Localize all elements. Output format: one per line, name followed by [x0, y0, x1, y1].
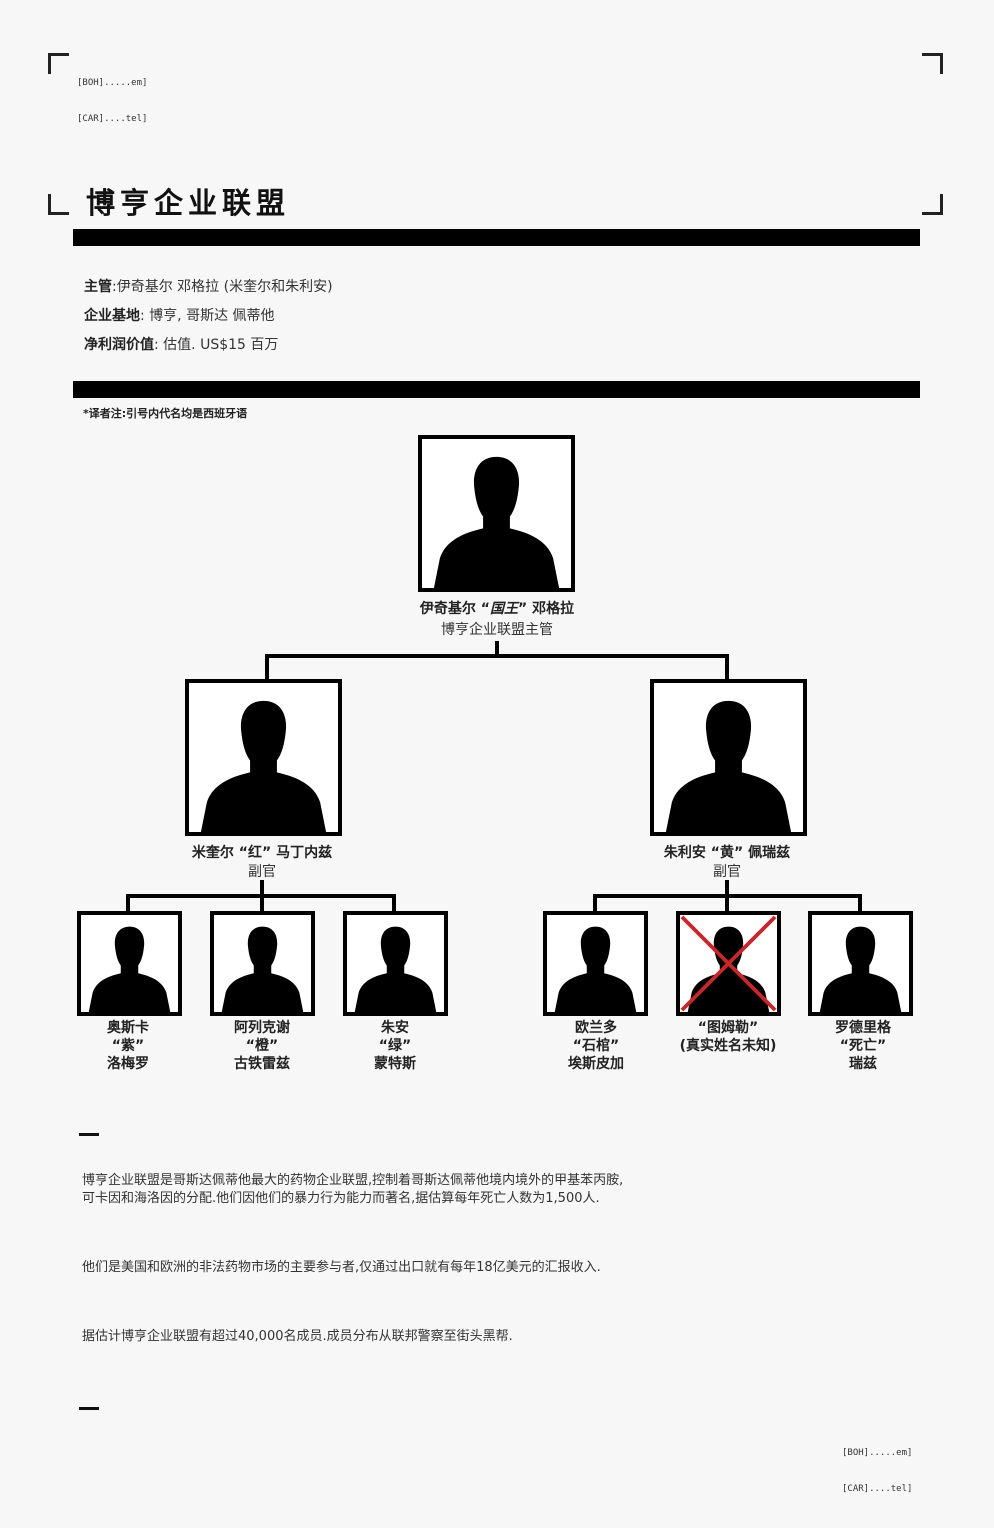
top-divider-bar	[73, 229, 920, 246]
member-portrait	[77, 911, 182, 1016]
footer-tag: [BOH].....em] [CAR]....tel]	[842, 1423, 912, 1507]
connector-top	[265, 641, 729, 681]
member-portrait-deceased	[676, 911, 781, 1016]
member-last-name: 古铁雷兹	[234, 1056, 290, 1072]
member-nickname: “紫”	[111, 1038, 145, 1054]
info-base: 企业基地: 博亨, 哥斯达 佩蒂他	[84, 305, 275, 325]
translator-note: *译者注:引号内代名均是西班牙语	[83, 407, 248, 420]
lieutenant-role-right: 副官	[713, 864, 741, 880]
member-label: 阿列克谢 “橙” 古铁雷兹	[192, 1019, 332, 1073]
header-tag-line2: [CAR]....tel]	[77, 114, 148, 124]
lieutenant-name-right: 朱利安 “黄” 佩瑞兹	[663, 845, 791, 861]
member-first-name: 朱安	[381, 1020, 409, 1036]
connector-left	[126, 880, 396, 914]
info-leader-label: 主管	[84, 279, 112, 295]
member-nickname: “石棺”	[572, 1038, 620, 1054]
member-first-name: 罗德里格	[835, 1020, 891, 1036]
corner-top-right	[922, 53, 943, 74]
silhouette-icon	[687, 926, 770, 1012]
member-last-name: 瑞兹	[849, 1056, 877, 1072]
lieutenant-name-left: 米奎尔 “红” 马丁内兹	[191, 845, 333, 861]
description-paragraph-2: 他们是美国和欧洲的非法药物市场的主要参与者,仅通过出口就有每年18亿美元的汇报收…	[82, 1260, 601, 1275]
member-nickname: “橙”	[245, 1038, 279, 1054]
member-first-name: 奥斯卡	[107, 1020, 149, 1036]
member-first-name: 欧兰多	[575, 1020, 617, 1036]
lieutenant-portrait-right	[650, 679, 807, 836]
member-nickname: “图姆勒”	[697, 1020, 759, 1036]
bottom-divider-bar	[73, 381, 920, 398]
boss-portrait	[418, 435, 575, 592]
info-base-label: 企业基地	[84, 308, 140, 324]
info-leader-value: :伊奇基尔 邓格拉 (米奎尔和朱利安)	[112, 279, 333, 295]
member-label: “图姆勒” (真实姓名未知)	[658, 1019, 798, 1055]
footer-tag-line1: [BOH].....em]	[842, 1448, 913, 1458]
header-tag: [BOH].....em] [CAR]....tel]	[77, 53, 147, 137]
footer-tag-line2: [CAR]....tel]	[842, 1484, 913, 1494]
silhouette-icon	[665, 700, 792, 832]
silhouette-icon	[88, 926, 171, 1012]
corner-mid-right	[922, 194, 943, 215]
member-label: 罗德里格 “死亡” 瑞兹	[793, 1019, 933, 1073]
silhouette-icon	[221, 926, 304, 1012]
boss-nickname: 国王	[490, 601, 518, 617]
corner-mid-left	[48, 194, 69, 215]
boss-name-last: ” 邓格拉	[518, 601, 575, 617]
silhouette-icon	[200, 700, 327, 832]
member-first-name: 阿列克谢	[234, 1020, 290, 1036]
description-paragraph-1: 博亨企业联盟是哥斯达佩蒂他最大的药物企业联盟,控制着哥斯达佩蒂他境内境外的甲基苯…	[82, 1172, 623, 1208]
boss-name: 伊奇基尔 “国王” 邓格拉	[367, 600, 627, 618]
lieutenant-portrait-left	[185, 679, 342, 836]
connector-right	[593, 880, 862, 914]
boss-role: 博亨企业联盟主管	[441, 622, 553, 638]
silhouette-icon	[819, 926, 902, 1012]
silhouette-icon	[354, 926, 437, 1012]
member-nickname: “死亡”	[839, 1038, 887, 1054]
member-real-name-note: (真实姓名未知)	[679, 1038, 777, 1054]
info-profit-value: : 估值. US$15 百万	[154, 337, 279, 353]
section-dash-top	[79, 1133, 99, 1136]
silhouette-icon	[554, 926, 637, 1012]
member-last-name: 埃斯皮加	[568, 1056, 624, 1072]
description-line: 博亨企业联盟是哥斯达佩蒂他最大的药物企业联盟,控制着哥斯达佩蒂他境内境外的甲基苯…	[82, 1173, 624, 1188]
member-last-name: 蒙特斯	[374, 1056, 416, 1072]
member-portrait	[808, 911, 913, 1016]
corner-top-left	[48, 53, 69, 74]
boss-name-first: 伊奇基尔 “	[419, 601, 490, 617]
info-base-value: : 博亨, 哥斯达 佩蒂他	[140, 308, 275, 324]
section-dash-bottom	[79, 1407, 99, 1410]
member-last-name: 洛梅罗	[107, 1056, 149, 1072]
info-profit-label: 净利润价值	[84, 337, 154, 353]
description-paragraph-3: 据估计博亨企业联盟有超过40,000名成员.成员分布从联邦警察至街头黑帮.	[82, 1329, 513, 1344]
member-portrait	[210, 911, 315, 1016]
silhouette-icon	[433, 456, 560, 588]
member-label: 奥斯卡 “紫” 洛梅罗	[58, 1019, 198, 1073]
page-title: 博亨企业联盟	[86, 186, 291, 220]
member-nickname: “绿”	[378, 1038, 412, 1054]
member-label: 朱安 “绿” 蒙特斯	[325, 1019, 465, 1073]
red-cross-icon	[680, 915, 777, 1012]
member-label: 欧兰多 “石棺” 埃斯皮加	[526, 1019, 666, 1073]
member-portrait	[543, 911, 648, 1016]
info-leader: 主管:伊奇基尔 邓格拉 (米奎尔和朱利安)	[84, 276, 333, 296]
description-line: 可卡因和海洛因的分配.他们因他们的暴力行为能力而著名,据估算每年死亡人数为1,5…	[82, 1191, 600, 1206]
info-profit: 净利润价值: 估值. US$15 百万	[84, 334, 278, 354]
lieutenant-role-left: 副官	[248, 864, 276, 880]
header-tag-line1: [BOH].....em]	[77, 78, 148, 88]
member-portrait	[343, 911, 448, 1016]
